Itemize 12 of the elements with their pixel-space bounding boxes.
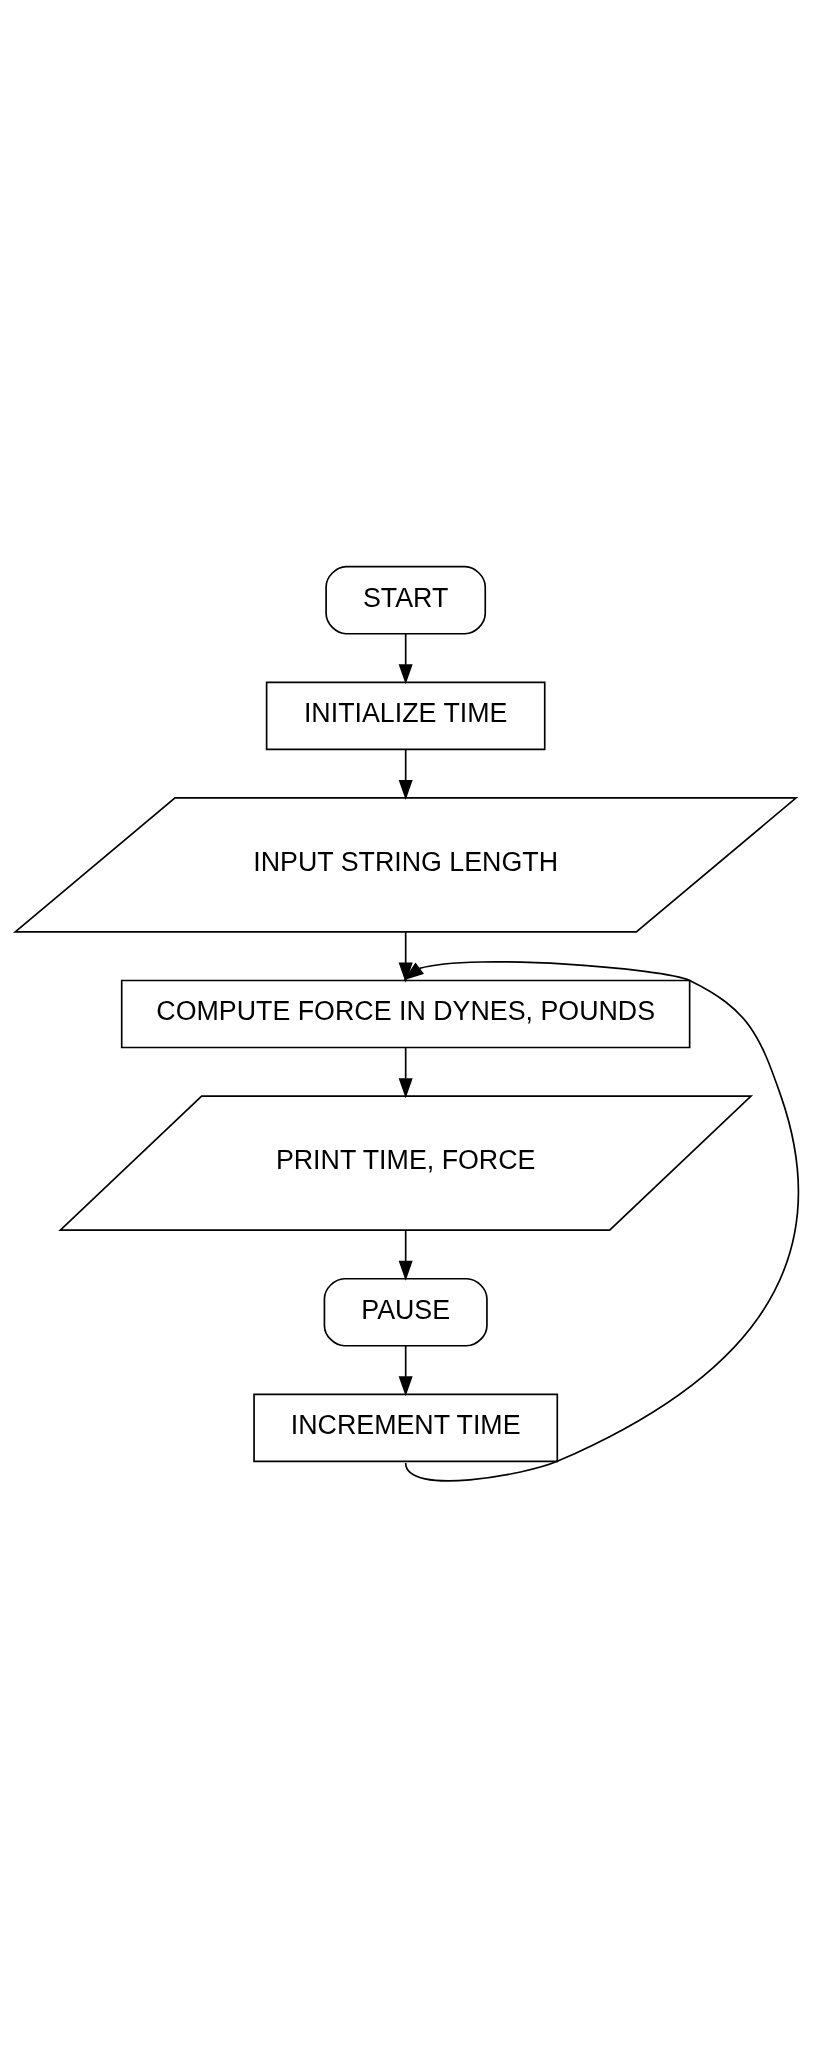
node-box: START [325, 565, 487, 635]
arrow [398, 931, 413, 983]
node-box: COMPUTE FORCE IN DYNES, POUNDS [120, 979, 691, 1049]
arrow [398, 1344, 413, 1397]
node-box: PAUSE [323, 1277, 488, 1347]
arrow [403, 961, 800, 1482]
arrow [398, 1229, 413, 1281]
node-box: INCREMENT TIME [253, 1393, 559, 1463]
arrow [398, 1047, 413, 1099]
arrow [398, 749, 413, 801]
arrow [398, 632, 413, 685]
node-box: INITIALIZE TIME [265, 681, 546, 751]
